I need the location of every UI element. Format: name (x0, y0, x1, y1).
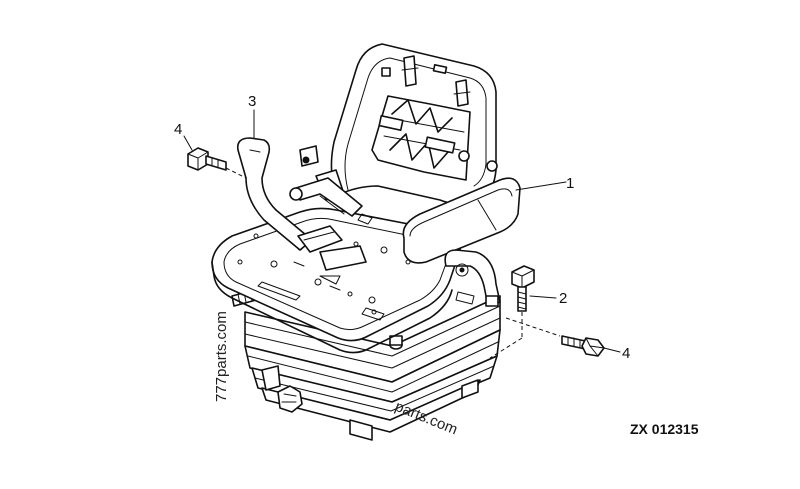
bolt-part-4-left (187, 147, 247, 179)
bolt-part-2 (511, 265, 535, 338)
watermark-vertical: 777parts.com (213, 311, 230, 402)
bolt-part-4-right (489, 317, 605, 359)
callout-4-left: 4 (174, 121, 182, 138)
leader-4-right (603, 347, 621, 353)
callout-3: 3 (248, 93, 256, 110)
seat-belt (236, 137, 373, 271)
height-adjust-knob (277, 385, 303, 413)
seat-cushion (211, 207, 462, 354)
leader-1 (515, 181, 567, 191)
leader-lines (183, 109, 621, 353)
backrest-frame (299, 43, 498, 204)
drawing-code: ZX 012315 (630, 421, 699, 437)
callout-1: 1 (566, 175, 574, 192)
callout-4-right: 4 (622, 345, 630, 362)
leader-2 (529, 295, 557, 299)
callout-2: 2 (559, 290, 567, 307)
leader-4-left (183, 135, 193, 151)
armrest (402, 177, 521, 307)
seat-suspension (231, 289, 501, 441)
